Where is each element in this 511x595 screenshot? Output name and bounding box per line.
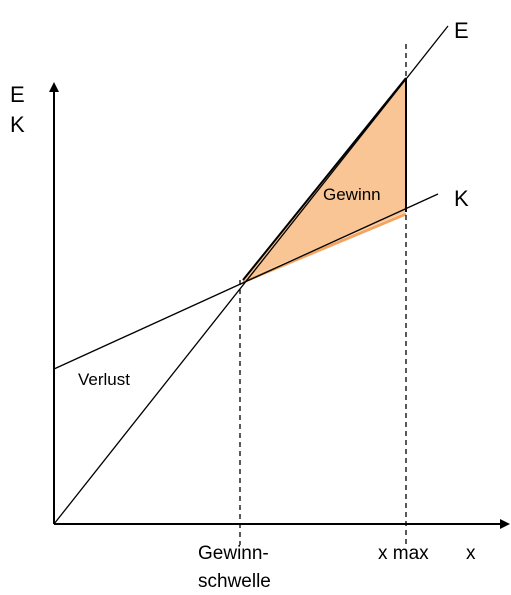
y-axis-label-e: E	[10, 82, 25, 107]
cost-line-k	[53, 193, 439, 370]
line-e-label: E	[454, 18, 469, 43]
break-even-label-line2: schwelle	[198, 571, 271, 592]
line-k-label: K	[454, 186, 469, 211]
revenue-line-e-emphasis	[242, 77, 407, 281]
revenue-line-e	[53, 25, 449, 525]
break-even-label-line1: Gewinn-	[198, 543, 269, 564]
loss-label: Verlust	[78, 370, 130, 389]
y-axis-label-k: K	[10, 112, 25, 137]
x-max-label: x max	[378, 543, 429, 564]
profit-label: Gewinn	[323, 185, 381, 204]
x-axis-label: x	[466, 543, 476, 564]
